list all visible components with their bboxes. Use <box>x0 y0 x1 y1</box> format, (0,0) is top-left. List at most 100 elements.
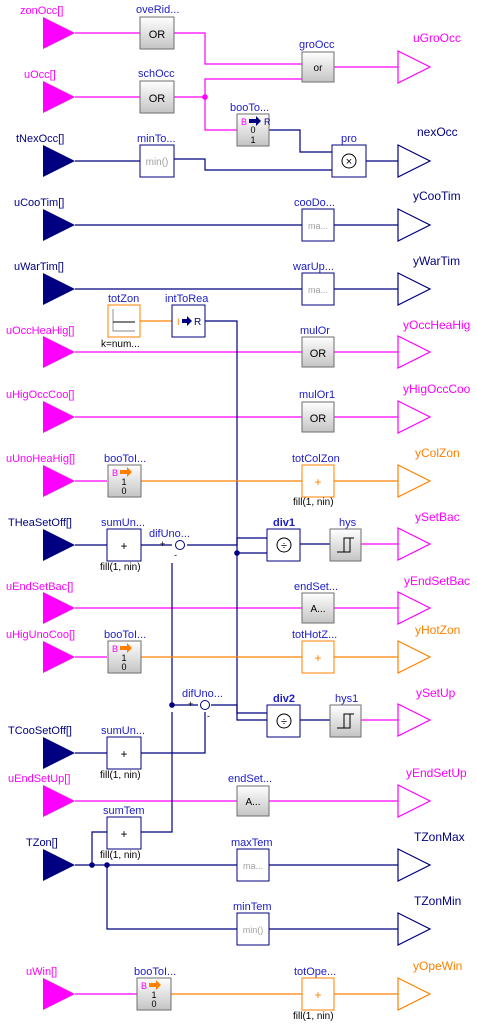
arrow-icon <box>120 643 132 653</box>
block-booToInt1-b: B <box>112 644 118 654</box>
block-sumUnoCoo[interactable]: sumUn... + fill(1, nin) <box>100 725 145 781</box>
block-minToNex[interactable]: minTo... min() <box>137 133 176 178</box>
output-connector-nexOcc[interactable] <box>397 144 432 178</box>
block-booToInt2-v1: 1 <box>151 990 156 1000</box>
block-sumUnoCoo-param: fill(1, nin) <box>100 770 141 781</box>
output-connector-yColZon[interactable] <box>397 464 432 498</box>
output-connector-ySetUp[interactable] <box>397 703 432 737</box>
input-connector-uEndSetBac[interactable] <box>43 592 75 624</box>
input-connector-uOccHeaHig[interactable] <box>43 336 75 368</box>
output-label-yHotZon: yHotZon <box>415 623 460 637</box>
block-hys[interactable]: hys <box>329 517 362 562</box>
block-booToInt-name: booToI... <box>104 453 146 465</box>
block-minToNex-icon: min() <box>146 157 169 168</box>
block-div2[interactable]: div2 ÷ <box>266 693 301 738</box>
block-intToRea-r: R <box>194 317 201 328</box>
block-sumTem[interactable]: sumTem + fill(1, nin) <box>100 805 145 861</box>
input-connector-uHigOccCoo[interactable] <box>43 401 75 433</box>
block-hys1[interactable]: hys1 <box>329 693 362 738</box>
input-label-zonOcc: zonOcc[] <box>20 5 63 17</box>
block-totColZon[interactable]: totColZon + fill(1, nin) <box>292 453 340 508</box>
block-pro-name: pro <box>341 133 357 145</box>
block-totOpeWin-param: fill(1, nin) <box>293 1011 334 1022</box>
block-endSetUp-name: endSet... <box>228 773 272 785</box>
block-booToInt[interactable]: booToI... B 1 0 <box>104 453 146 498</box>
input-label-TZon: TZon[] <box>26 837 58 849</box>
block-booToInt1[interactable]: booToI... B 1 0 <box>104 629 146 674</box>
input-connector-TZon[interactable] <box>43 849 75 881</box>
block-intToRea[interactable]: intToRea I R <box>165 293 209 338</box>
input-connector-uUnoHeaHig[interactable] <box>43 465 75 497</box>
block-totOpeWin-name: totOpe... <box>294 966 336 978</box>
block-oveRid[interactable]: oveRid... OR <box>136 4 179 50</box>
block-endSetUp[interactable]: endSet... A... <box>228 773 272 817</box>
block-booToRea-b: B <box>241 117 247 127</box>
block-sumUnoHea[interactable]: sumUn... + fill(1, nin) <box>100 517 145 573</box>
block-booToRea-v1: 0 <box>250 125 255 135</box>
output-connector-yHotZon[interactable] <box>397 640 432 674</box>
block-div2-name: div2 <box>273 693 295 705</box>
block-mulOr-icon: OR <box>310 348 327 360</box>
block-cooDow[interactable]: cooDo... ma... <box>294 197 335 242</box>
input-connector-zonOcc[interactable] <box>43 17 75 49</box>
block-minTem[interactable]: minTem min() <box>233 901 272 946</box>
input-connector-TCooSetOff[interactable] <box>43 737 75 769</box>
output-connector-yHigOccCoo[interactable] <box>397 400 432 434</box>
block-totZon[interactable]: totZon k=num... <box>101 293 141 350</box>
block-warUp[interactable]: warUp... ma... <box>292 261 335 306</box>
input-connector-uWin[interactable] <box>43 978 75 1010</box>
block-sumTem-param: fill(1, nin) <box>100 850 141 861</box>
output-label-yEndSetBac: yEndSetBac <box>404 574 470 588</box>
block-booToRea-name: booTo... <box>230 102 269 114</box>
input-label-uOcc: uOcc[] <box>24 69 56 81</box>
input-connector-uWarTim[interactable] <box>43 273 75 305</box>
block-booToInt2[interactable]: booToI... B 1 0 <box>134 966 176 1011</box>
block-warUp-icon: ma... <box>308 285 328 295</box>
output-connector-yOccHeaHig[interactable] <box>397 335 432 369</box>
output-label-yOccHeaHig: yOccHeaHig <box>403 318 470 332</box>
block-difUnoHea[interactable]: difUno... + - <box>149 528 190 560</box>
input-connector-uEndSetUp[interactable] <box>43 785 75 817</box>
output-connector-uGroOcc[interactable] <box>397 50 432 84</box>
block-totOpeWin[interactable]: totOpe... + fill(1, nin) <box>293 966 336 1022</box>
block-maxTem-name: maxTem <box>231 837 273 849</box>
block-mulOr[interactable]: mulOr OR <box>300 325 335 368</box>
input-connector-THeaSetOff[interactable] <box>43 529 75 561</box>
block-totHotZon[interactable]: totHotZ... + <box>292 629 337 674</box>
block-mulOr1[interactable]: mulOr1 OR <box>299 389 335 433</box>
output-connector-yOpeWin[interactable] <box>397 977 432 1011</box>
block-minTem-name: minTem <box>233 901 272 913</box>
block-div1[interactable]: div1 ÷ <box>266 517 301 562</box>
block-mulOr1-icon: OR <box>310 413 327 425</box>
block-maxTem[interactable]: maxTem ma... <box>231 837 273 882</box>
input-connector-uHigUnoCoo[interactable] <box>43 641 75 673</box>
output-connector-yEndSetBac[interactable] <box>397 591 432 625</box>
block-totColZon-param: fill(1, nin) <box>293 497 334 508</box>
block-endSetBac-name: endSet... <box>294 581 338 593</box>
output-label-yHigOccCoo: yHigOccCoo <box>403 382 471 396</box>
block-booToRea[interactable]: booTo... B R 0 1 <box>230 102 271 147</box>
block-groOcc[interactable]: groOcc or <box>299 39 335 83</box>
output-connector-yWarTim[interactable] <box>397 272 432 306</box>
block-totColZon-icon: + <box>314 475 321 489</box>
output-connector-yEndSetUp[interactable] <box>397 784 432 818</box>
block-schOcc[interactable]: schOcc OR <box>138 68 175 114</box>
block-booToInt1-name: booToI... <box>104 629 146 641</box>
block-difUnoCoo-plus: + <box>188 699 193 709</box>
block-maxTem-icon: ma... <box>243 861 263 871</box>
block-minToNex-name: minTo... <box>137 133 176 145</box>
output-connector-ySetBac[interactable] <box>397 527 432 561</box>
input-connector-uOcc[interactable] <box>43 81 75 113</box>
input-connector-tNexOcc[interactable] <box>43 145 75 177</box>
block-sumUnoCoo-icon: + <box>120 747 127 761</box>
output-connector-TZonMin[interactable] <box>397 912 432 946</box>
output-connector-TZonMax[interactable] <box>397 848 432 882</box>
input-connector-uCooTim[interactable] <box>43 209 75 241</box>
block-booToInt-b: B <box>112 468 118 478</box>
output-connector-yCooTim[interactable] <box>397 208 432 242</box>
block-endSetBac[interactable]: endSet... A... <box>294 581 338 624</box>
block-mulOr1-name: mulOr1 <box>299 389 335 401</box>
block-difUnoCoo[interactable]: difUno... + - <box>182 688 223 721</box>
block-pro[interactable]: pro × <box>331 133 367 178</box>
